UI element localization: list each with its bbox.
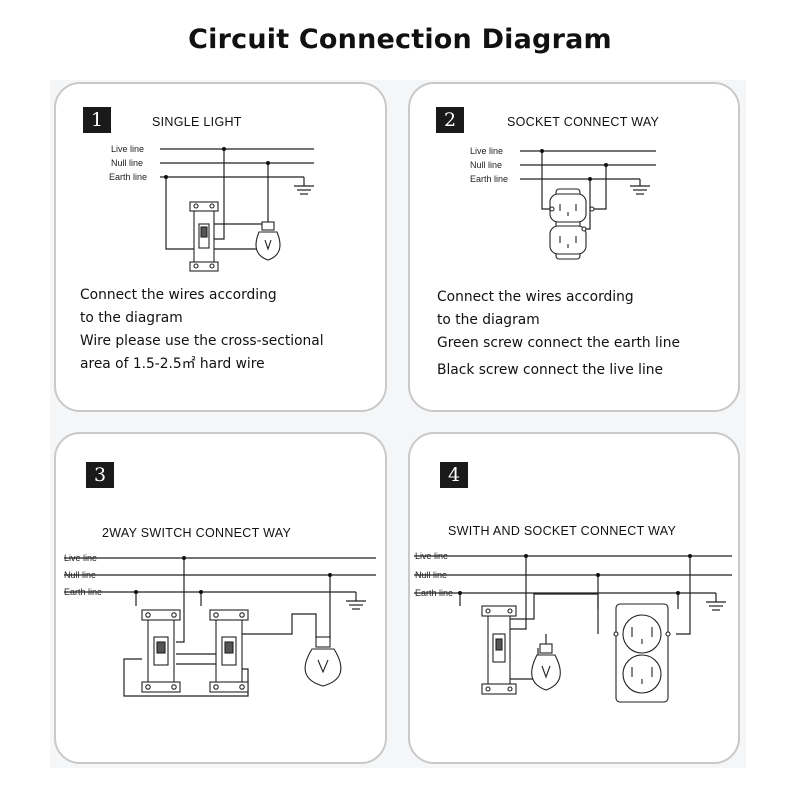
panel-number-3: 3 (86, 462, 114, 488)
panel-number-2: 2 (436, 107, 464, 133)
panel-socket: 2 SOCKET CONNECT WAY Live li (408, 82, 740, 412)
description-line: Wire please use the cross-sectional (80, 333, 324, 349)
description-line: Black screw connect the live line (437, 362, 664, 378)
light-bulb-icon (304, 636, 342, 687)
live-line-label: Live line (415, 551, 448, 561)
switch-icon (189, 201, 219, 272)
description-line: Connect the wires according (437, 289, 634, 305)
panel-description-2: Connect the wires according to the diagr… (437, 286, 680, 382)
null-line-label: Null line (415, 570, 447, 580)
earth-line-label: Earth line (470, 174, 508, 184)
panel-2way-switch: 3 2WAY SWITCH CONNECT WAY (54, 432, 387, 764)
live-line-label: Live line (64, 553, 97, 563)
panel-heading-3: 2WAY SWITCH CONNECT WAY (102, 526, 292, 540)
earth-line-label: Earth line (64, 587, 102, 597)
null-line-label: Null line (111, 158, 143, 168)
panel-heading-1: SINGLE LIGHT (152, 115, 242, 129)
description-line: to the diagram (80, 310, 183, 326)
description-line: Green screw connect the earth line (437, 335, 680, 351)
null-line-label: Null line (470, 160, 502, 170)
socket-icon (549, 188, 595, 260)
panel-description-1: Connect the wires according to the diagr… (80, 284, 324, 376)
panel-number-1: 1 (83, 107, 111, 133)
null-line-label: Null line (64, 570, 96, 580)
description-line: to the diagram (437, 312, 540, 328)
switch-icon (481, 605, 517, 695)
panel-heading-4: SWITH AND SOCKET CONNECT WAY (448, 524, 677, 538)
panel-heading-2: SOCKET CONNECT WAY (507, 115, 660, 129)
socket-icon (613, 603, 671, 703)
panel-switch-and-socket: 4 SWITH AND SOCKET CONNECT WAY (408, 432, 740, 764)
light-bulb-icon (531, 643, 561, 691)
single-light-wiring-diagram: Live line Null line Earth line (109, 144, 314, 272)
switch-icon (209, 609, 249, 693)
switch-icon (141, 609, 181, 693)
page-title: Circuit Connection Diagram (188, 24, 612, 55)
panel-number-4: 4 (440, 462, 468, 488)
switch-and-socket-wiring-diagram: Live line Null line Earth line (414, 551, 732, 703)
live-line-label: Live line (111, 144, 144, 154)
description-line: Connect the wires according (80, 287, 277, 303)
light-bulb-icon (255, 221, 281, 261)
earth-line-label: Earth line (415, 588, 453, 598)
description-line: area of 1.5-2.5㎡ hard wire (80, 356, 265, 372)
2way-switch-wiring-diagram: Live line Null line Earth line (64, 553, 376, 697)
earth-line-label: Earth line (109, 172, 147, 182)
panel-single-light: 1 SINGLE LIGHT (54, 82, 387, 412)
socket-wiring-diagram: Live line Null line Earth line (470, 146, 656, 260)
live-line-label: Live line (470, 146, 503, 156)
